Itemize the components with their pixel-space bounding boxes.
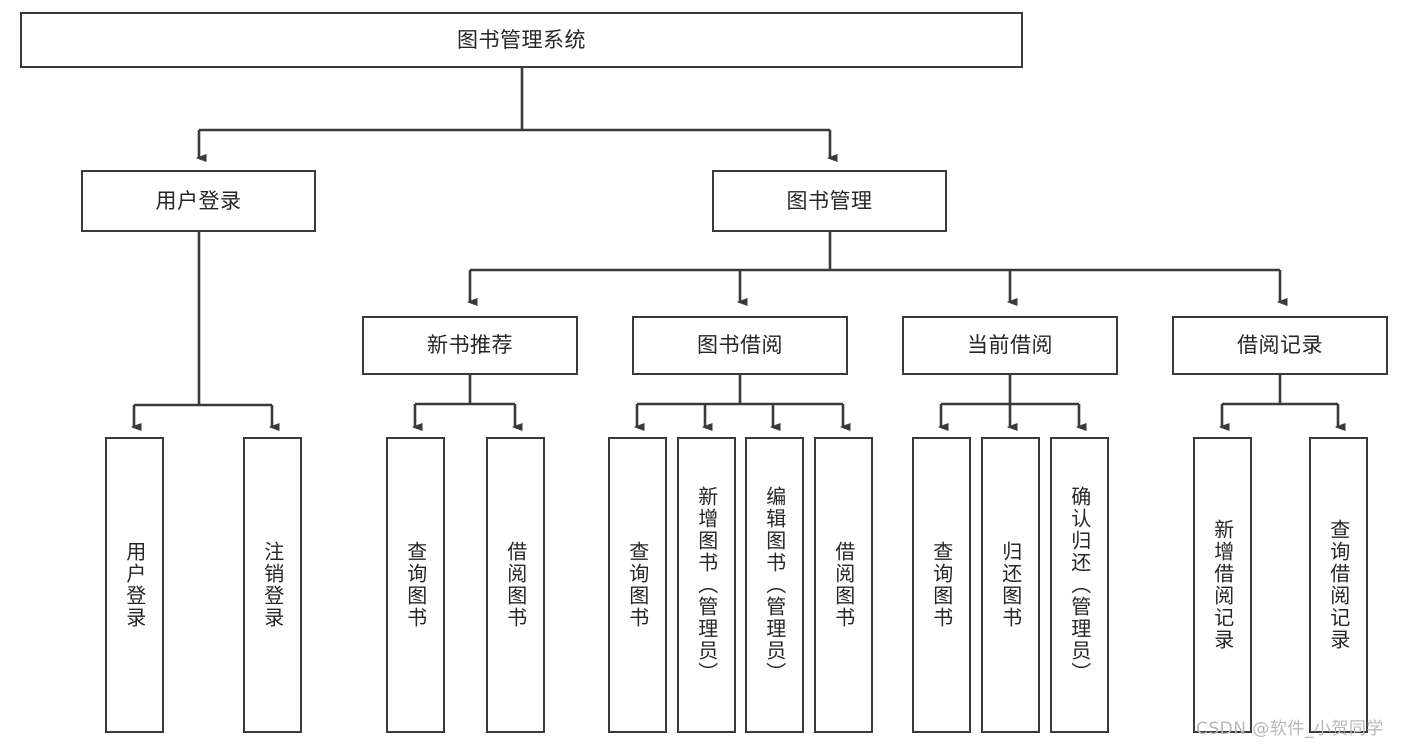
node-new-book-recommend-label: 新书推荐 <box>427 333 513 358</box>
node-leaf-return-book-label: 归还图书 <box>998 541 1023 629</box>
node-leaf-query-book-2-label: 查询图书 <box>625 541 650 629</box>
node-leaf-query-book-2[interactable]: 查询图书 <box>608 437 667 733</box>
node-leaf-query-book-1[interactable]: 查询图书 <box>386 437 445 733</box>
node-leaf-add-book[interactable]: 新增图书（管理员） <box>677 437 736 733</box>
node-new-book-recommend[interactable]: 新书推荐 <box>362 316 578 375</box>
node-borrow-record[interactable]: 借阅记录 <box>1172 316 1388 375</box>
node-leaf-logout-login[interactable]: 注销登录 <box>243 437 302 733</box>
node-root-label: 图书管理系统 <box>457 27 586 52</box>
node-book-manage-label: 图书管理 <box>786 188 873 213</box>
node-leaf-return-book[interactable]: 归还图书 <box>981 437 1040 733</box>
node-leaf-borrow-book-2[interactable]: 借阅图书 <box>814 437 873 733</box>
node-book-manage[interactable]: 图书管理 <box>712 170 947 232</box>
watermark: CSDN @软件_小贺同学 <box>1196 719 1384 739</box>
node-current-borrow[interactable]: 当前借阅 <box>902 316 1118 375</box>
node-leaf-logout-login-label: 注销登录 <box>260 541 285 629</box>
node-leaf-add-book-label: 新增图书（管理员） <box>694 486 719 684</box>
node-leaf-edit-book-label: 编辑图书（管理员） <box>762 486 787 684</box>
node-borrow-record-label: 借阅记录 <box>1237 333 1323 358</box>
node-user-login[interactable]: 用户登录 <box>81 170 316 232</box>
node-leaf-query-record[interactable]: 查询借阅记录 <box>1309 437 1368 733</box>
node-leaf-edit-book[interactable]: 编辑图书（管理员） <box>745 437 804 733</box>
node-user-login-label: 用户登录 <box>155 188 242 213</box>
node-leaf-borrow-book-2-label: 借阅图书 <box>831 541 856 629</box>
node-leaf-user-login-label: 用户登录 <box>122 541 147 629</box>
node-leaf-confirm-return[interactable]: 确认归还（管理员） <box>1050 437 1109 733</box>
node-leaf-borrow-book-1[interactable]: 借阅图书 <box>486 437 545 733</box>
node-leaf-borrow-book-1-label: 借阅图书 <box>503 541 528 629</box>
node-book-borrow[interactable]: 图书借阅 <box>632 316 848 375</box>
node-leaf-user-login[interactable]: 用户登录 <box>105 437 164 733</box>
node-book-borrow-label: 图书借阅 <box>697 333 783 358</box>
node-leaf-query-record-label: 查询借阅记录 <box>1326 519 1351 651</box>
node-leaf-query-book-1-label: 查询图书 <box>403 541 428 629</box>
node-current-borrow-label: 当前借阅 <box>967 333 1053 358</box>
node-leaf-confirm-return-label: 确认归还（管理员） <box>1067 486 1092 684</box>
node-leaf-query-book-3[interactable]: 查询图书 <box>912 437 971 733</box>
node-leaf-add-record[interactable]: 新增借阅记录 <box>1193 437 1252 733</box>
node-leaf-query-book-3-label: 查询图书 <box>929 541 954 629</box>
node-leaf-add-record-label: 新增借阅记录 <box>1210 519 1235 651</box>
node-root[interactable]: 图书管理系统 <box>20 12 1023 68</box>
